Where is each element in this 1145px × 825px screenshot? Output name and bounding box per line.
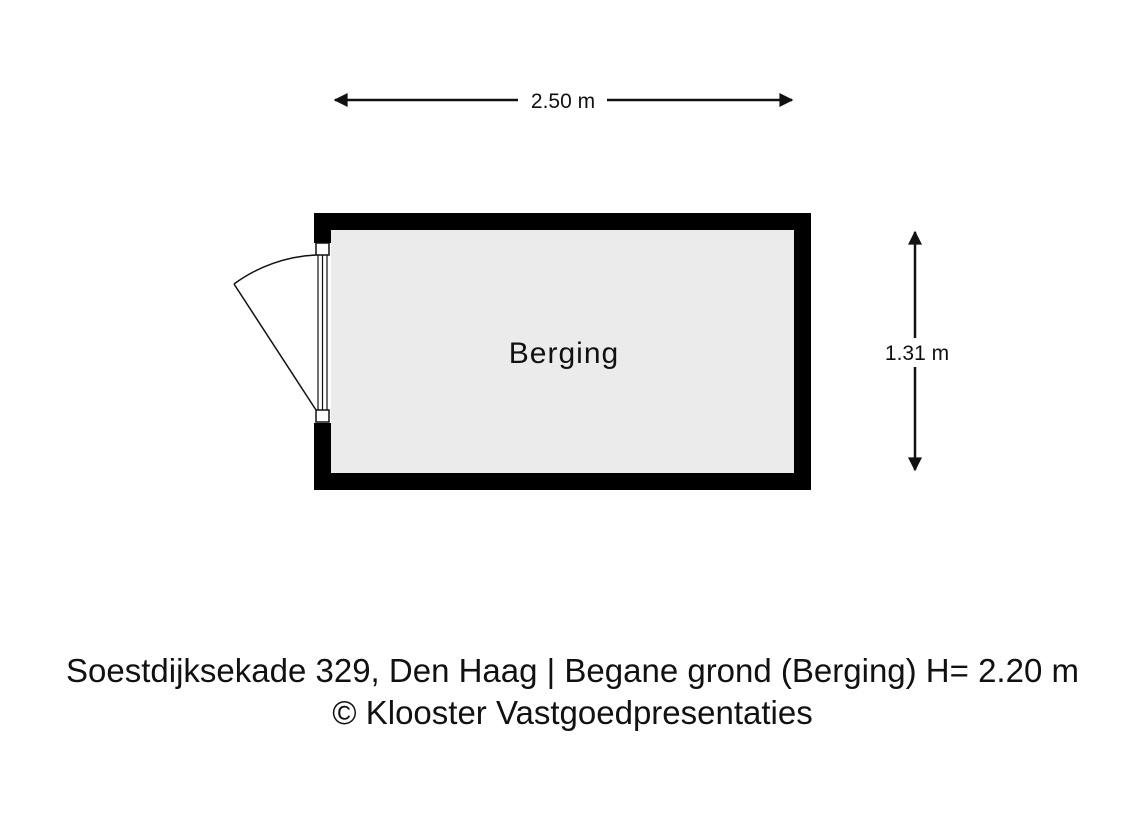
room-floor xyxy=(331,230,794,473)
wall-top xyxy=(314,213,811,230)
wall-left-lower xyxy=(314,423,331,490)
door-swing-arc xyxy=(233,254,317,285)
door-leaf xyxy=(233,283,317,411)
width-dimension-label: 2.50 m xyxy=(531,90,595,113)
room-label: Berging xyxy=(509,337,619,370)
room-berging: Berging xyxy=(233,213,811,490)
depth-dimension-label: 1.31 m xyxy=(885,342,949,365)
wall-right xyxy=(794,213,811,490)
depth-dimension: 1.31 m xyxy=(885,230,949,472)
width-dimension: 2.50 m xyxy=(333,90,794,113)
caption-copyright: © Klooster Vastgoedpresentaties xyxy=(332,694,813,731)
door-frame-bottom xyxy=(315,409,330,423)
door xyxy=(233,242,330,423)
wall-left-upper xyxy=(314,213,331,243)
caption-address: Soestdijksekade 329, Den Haag | Begane g… xyxy=(66,652,1079,689)
door-frame-top xyxy=(315,242,330,256)
wall-bottom xyxy=(314,473,811,490)
